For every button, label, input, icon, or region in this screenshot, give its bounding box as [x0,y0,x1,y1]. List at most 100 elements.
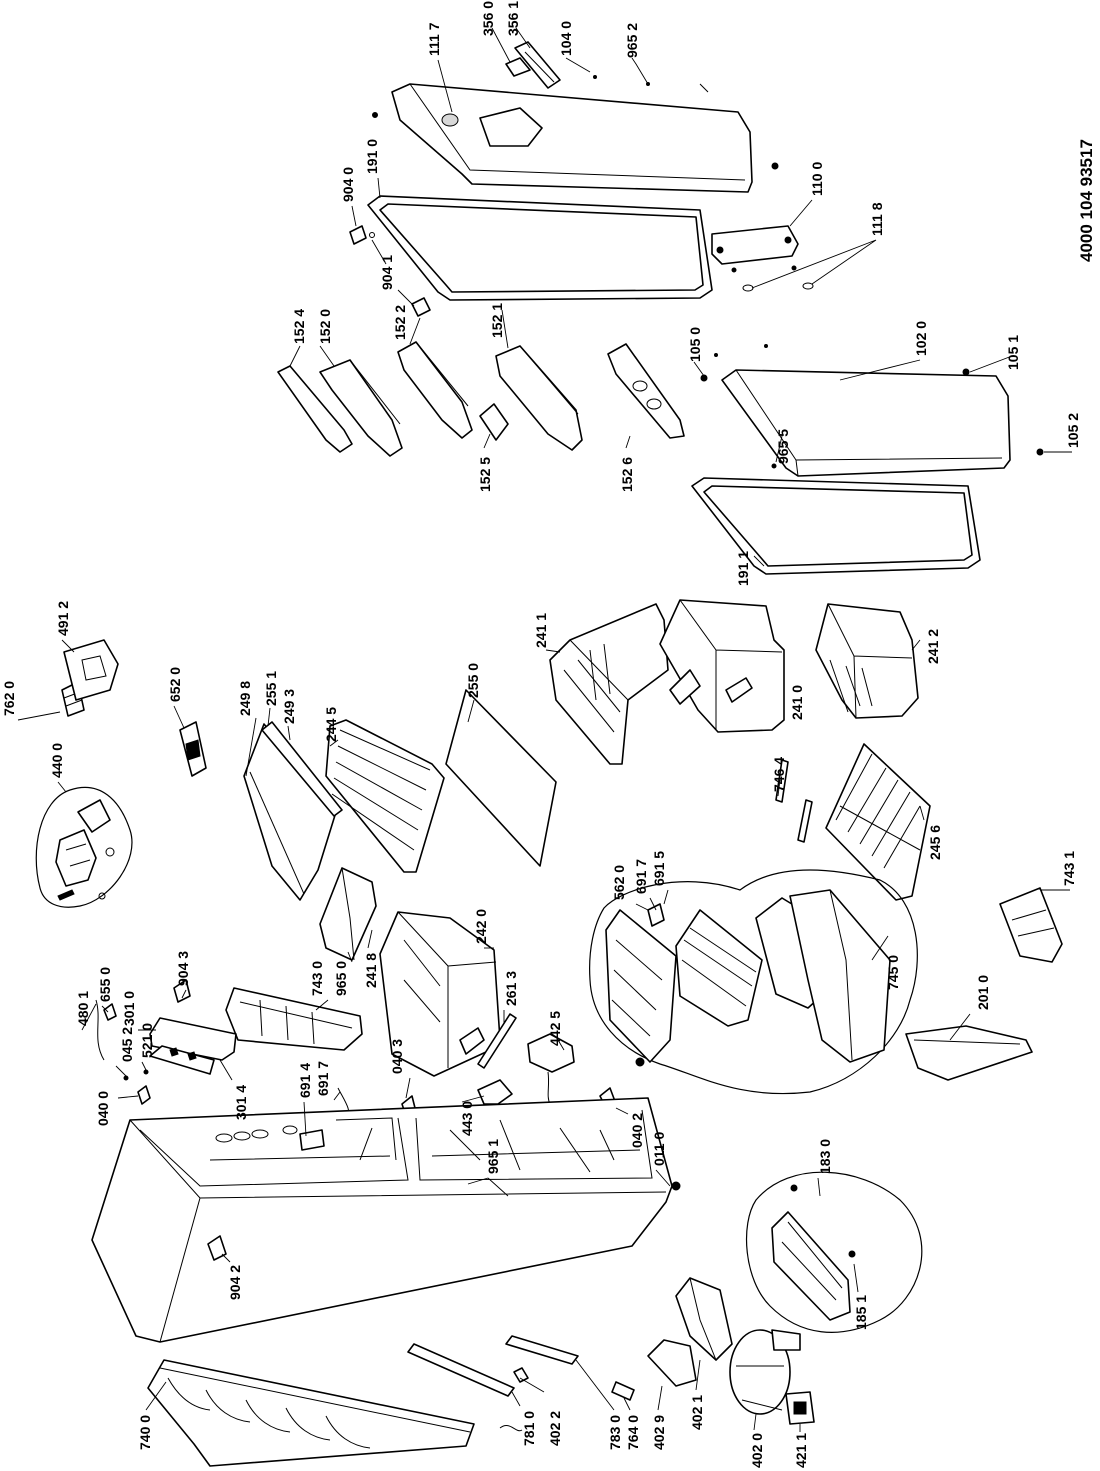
door-shelves [277,341,685,457]
label-691-7-upper: 691 7 [633,859,649,894]
label-402-1: 402 1 [689,1395,705,1430]
label-562-0: 562 0 [611,865,627,900]
label-762-0: 762 0 [1,681,17,716]
label-245-6: 245 6 [927,825,943,860]
label-743-0: 743 0 [309,961,325,996]
label-745-0: 745 0 [885,955,901,990]
drawer-241-0 [659,599,785,733]
label-491-2: 491 2 [55,601,71,636]
label-241-0: 241 0 [789,685,805,720]
part-labels: 111 7 356 0 356 1 104 0 965 2 904 0 191 … [1,1,1081,1468]
label-105-2: 105 2 [1065,413,1081,448]
label-255-0: 255 0 [465,663,481,698]
label-781-0: 781 0 [521,1411,537,1446]
label-652-0: 652 0 [167,667,183,702]
label-241-2: 241 2 [925,629,941,664]
wire-shelf-245-6 [825,743,931,901]
label-783-0: 783 0 [607,1415,623,1450]
label-691-4: 691 4 [297,1063,313,1098]
label-244-5: 244 5 [323,707,339,742]
label-904-2: 904 2 [227,1265,243,1300]
label-201-0: 201 0 [975,975,991,1010]
drawer-241-1 [549,603,669,765]
label-110-0: 110 0 [809,162,825,196]
label-152-4: 152 4 [291,309,307,344]
upper-hinge-bracket [711,225,814,292]
small-parts-left [95,999,151,1105]
label-743-1: 743 1 [1061,851,1077,886]
compressor-group [647,1277,815,1425]
panel-743-0 [225,987,363,1051]
part-743-1 [999,887,1063,963]
label-402-2: 402 2 [547,1411,563,1446]
part-201-0 [905,1025,1033,1081]
label-040-2: 040 2 [629,1113,645,1148]
tubes [407,1335,635,1401]
glass-255-0 [445,689,557,867]
lamp-assembly [477,1013,575,1105]
control-panel [149,979,237,1075]
label-102-0: 102 0 [913,321,929,356]
label-152-2: 152 2 [392,305,408,340]
label-301-4: 301 4 [233,1085,249,1120]
label-152-6: 152 6 [619,457,635,492]
label-249-8: 249 8 [237,681,253,716]
label-104-0: 104 0 [558,21,574,56]
label-045-2: 045 2 [119,1027,135,1062]
label-255-1: 255 1 [263,671,279,706]
crisper-cover [319,867,377,961]
evaporator-group [589,869,918,1095]
label-183-0: 183 0 [817,1139,833,1174]
drawer-241-2 [815,603,919,719]
label-191-1: 191 1 [735,551,751,586]
label-152-5: 152 5 [477,457,493,492]
label-241-8: 241 8 [363,953,379,988]
label-111-8: 111 8 [869,202,885,236]
document-number: 4000 104 93517 [1077,139,1096,262]
label-185-1: 185 1 [853,1295,869,1330]
label-480-1: 480 1 [75,991,91,1026]
hinge-cover-parts [61,639,119,717]
freezer-drawer [379,911,501,1077]
upper-door-gasket [367,195,713,301]
label-440-0: 440 0 [49,743,65,778]
lower-door [700,344,1044,477]
label-421-1: 421 1 [793,1433,809,1468]
door-handle-parts [505,41,561,89]
label-442-5: 442 5 [547,1011,563,1046]
wire-shelf-244-5 [325,719,445,873]
label-105-0: 105 0 [687,327,703,362]
label-965-2: 965 2 [624,23,640,58]
label-965-5: 965 5 [775,429,791,464]
label-241-1: 241 1 [533,613,549,648]
label-152-1: 152 1 [489,303,505,338]
label-764-0: 764 0 [625,1415,641,1450]
cabinet-body [91,1097,681,1343]
label-740-0: 740 0 [137,1415,153,1450]
label-965-1: 965 1 [485,1139,501,1174]
label-152-0: 152 0 [317,309,333,344]
label-402-9: 402 9 [651,1415,667,1450]
label-356-1: 356 1 [505,1,521,36]
glass-shelf [243,721,343,901]
label-691-5: 691 5 [651,851,667,886]
label-521-0: 521 0 [139,1023,155,1058]
part-652-0 [179,721,207,777]
upper-door [372,75,779,193]
base-plate-group [745,1171,923,1333]
label-655-0: 655 0 [97,967,113,1002]
label-402-0: 402 0 [749,1433,765,1468]
label-356-0: 356 0 [480,1,496,36]
label-040-3: 040 3 [389,1039,405,1074]
label-904-0: 904 0 [340,167,356,202]
small-label-parts [349,225,431,317]
label-691-7-lower: 691 7 [315,1061,331,1096]
label-904-3: 904 3 [175,951,191,986]
label-105-1: 105 1 [1005,335,1021,370]
label-040-0: 040 0 [95,1091,111,1126]
leader-lines [17,27,1072,1432]
label-242-0: 242 0 [473,909,489,944]
label-746-4: 746 4 [771,757,787,792]
label-965-0: 965 0 [333,961,349,996]
